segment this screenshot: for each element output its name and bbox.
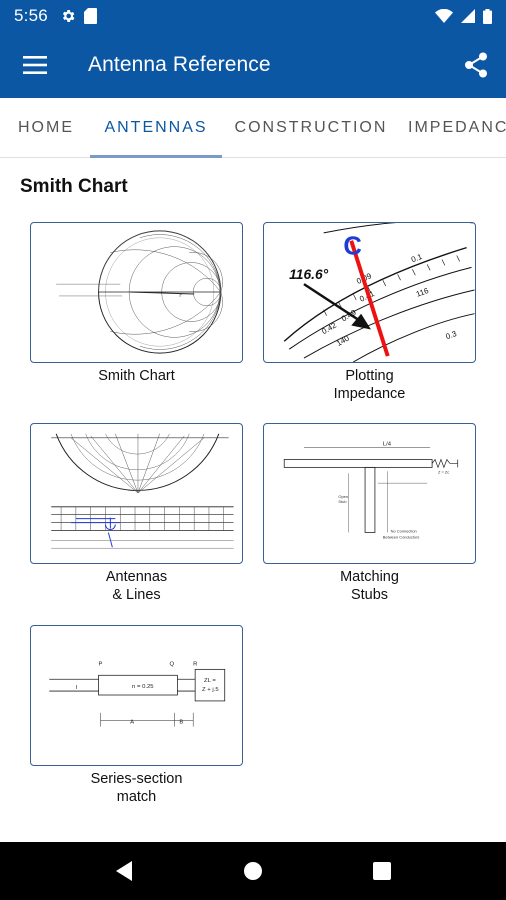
home-circle-icon (243, 862, 262, 880)
svg-text:Γ: Γ (179, 293, 182, 299)
tab-impedance[interactable]: IMPEDANC (408, 119, 506, 136)
smith-chart-thumbnail: Γ (30, 222, 243, 363)
smith-chart-image: Γ (56, 230, 223, 354)
svg-text:ZL =: ZL = (204, 678, 216, 684)
card-series-section-match[interactable]: P Q R I n = 0.25 ZL = Z + j.5 A B Series… (30, 625, 243, 806)
status-left-icons (60, 8, 97, 24)
image-label-r: R (193, 661, 197, 667)
status-time: 5:56 (14, 6, 48, 25)
card-antennas-lines[interactable]: Antennas & Lines (30, 423, 243, 604)
menu-button[interactable] (0, 32, 70, 98)
svg-text:Stub: Stub (338, 499, 347, 504)
image-label-q: Q (170, 661, 175, 667)
card-caption: Plotting Impedance (333, 368, 406, 402)
svg-text:Z + j.5: Z + j.5 (202, 687, 219, 693)
svg-text:Open: Open (338, 494, 348, 499)
image-letter-c: C (343, 233, 362, 261)
svg-text:Z = Zc: Z = Zc (438, 469, 449, 474)
status-bar: 5:56 (0, 0, 506, 32)
recents-square-icon (372, 862, 391, 880)
card-caption: Smith Chart (98, 368, 175, 384)
tab-construction[interactable]: CONSTRUCTION (234, 119, 388, 136)
image-label-a: A (130, 720, 134, 726)
recents-button[interactable] (360, 849, 404, 893)
back-triangle-icon (116, 861, 133, 881)
image-top-label: L/4 (383, 442, 392, 448)
app-title: Antenna Reference (88, 53, 271, 76)
card-smith-chart[interactable]: Γ Smith Chart (30, 222, 243, 385)
home-button[interactable] (231, 849, 275, 893)
plotting-impedance-image: 0.49 0.42 140 0.09 0.41 116 0.1 0.3 C 11… (283, 223, 475, 362)
svg-text:Between Conductors: Between Conductors (383, 534, 420, 539)
app-bar: Antenna Reference (0, 32, 506, 98)
tab-bar: HOME ANTENNAS CONSTRUCTION IMPEDANC (0, 98, 506, 158)
active-tab-indicator (90, 155, 222, 158)
svg-text:n = 0.25: n = 0.25 (132, 684, 154, 690)
antennas-lines-image (51, 433, 234, 549)
wifi-icon (435, 9, 453, 23)
image-angle-label: 116.6° (289, 267, 329, 282)
system-nav-bar (0, 842, 506, 900)
card-caption: Series-section match (90, 771, 183, 805)
series-section-thumbnail: P Q R I n = 0.25 ZL = Z + j.5 A B (30, 625, 243, 766)
tab-antennas[interactable]: ANTENNAS (104, 119, 208, 136)
svg-text:140: 140 (335, 333, 351, 348)
svg-text:I: I (76, 685, 78, 691)
share-button[interactable] (446, 32, 506, 98)
cell-signal-icon (461, 9, 475, 23)
series-section-image: P Q R I n = 0.25 ZL = Z + j.5 A B (49, 661, 226, 727)
card-caption: Antennas & Lines (105, 569, 168, 603)
svg-text:0.3: 0.3 (444, 329, 458, 341)
hamburger-menu-icon (23, 56, 47, 74)
image-label-b: B (179, 720, 183, 726)
plotting-impedance-thumbnail: 0.49 0.42 140 0.09 0.41 116 0.1 0.3 C 11… (263, 222, 476, 363)
card-caption: Matching Stubs (340, 569, 399, 603)
antennas-lines-thumbnail (30, 423, 243, 564)
svg-text:No Connection: No Connection (391, 528, 417, 533)
share-icon (465, 52, 487, 78)
svg-text:0.1: 0.1 (410, 252, 423, 264)
section-title: Smith Chart (20, 176, 128, 197)
card-plotting-impedance[interactable]: 0.49 0.42 140 0.09 0.41 116 0.1 0.3 C 11… (263, 222, 476, 403)
tab-home[interactable]: HOME (18, 119, 74, 136)
image-label-p: P (99, 661, 103, 667)
battery-icon (483, 8, 492, 24)
status-right-icons (435, 8, 492, 24)
svg-text:116: 116 (415, 286, 430, 299)
svg-text:0.42: 0.42 (320, 321, 338, 336)
gear-icon (62, 10, 75, 22)
sd-card-icon (83, 8, 97, 24)
back-button[interactable] (102, 849, 146, 893)
